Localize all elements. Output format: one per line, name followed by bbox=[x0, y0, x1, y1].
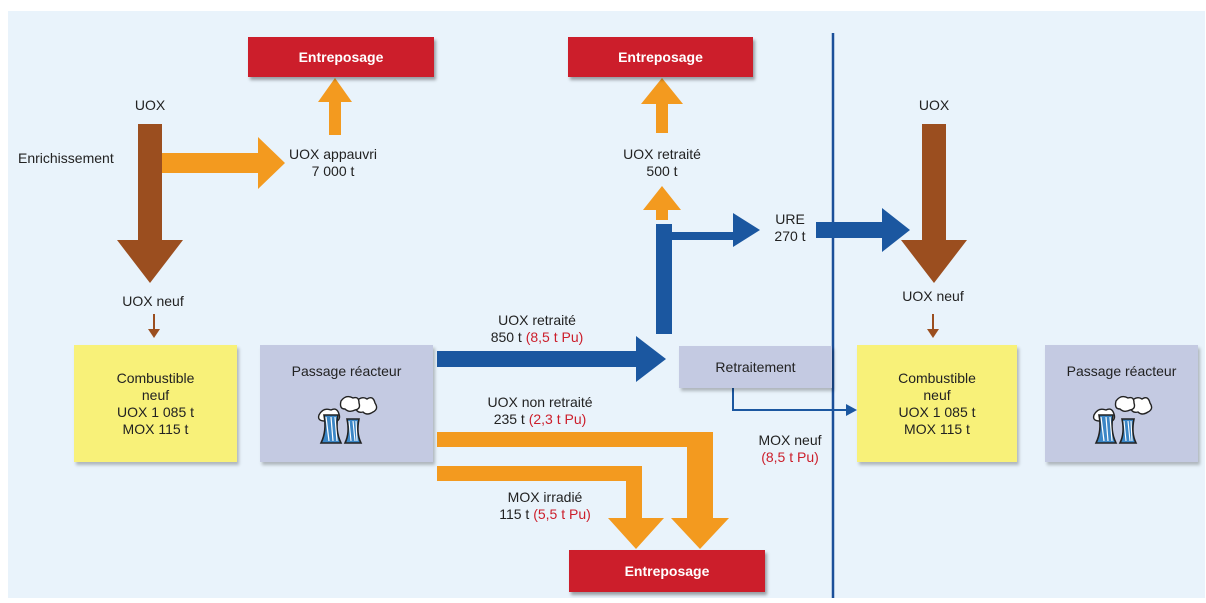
reprocessed-uranium-stock-mass: 500 t bbox=[646, 163, 678, 179]
reprocessed-uox-arrow bbox=[437, 336, 666, 382]
reprocessed-uranium-stock-label: UOX retraité 500 t bbox=[607, 146, 717, 180]
unreprocessed-uox-mass: 235 t bbox=[493, 411, 525, 427]
mox-new-connector-head bbox=[846, 404, 857, 416]
depleted-storage-arrow bbox=[318, 78, 352, 135]
cooling-tower-icon bbox=[1092, 395, 1152, 444]
new-fuel-arrow-left-head bbox=[148, 329, 160, 338]
fuel-box-right-line1: Combustible bbox=[898, 369, 976, 386]
storage-box-top-left: Entreposage bbox=[248, 37, 434, 77]
storage-label-top-mid: Entreposage bbox=[618, 49, 703, 65]
unreprocessed-uox-arrow bbox=[437, 432, 729, 549]
irradiated-mox-pu: (5,5 t Pu) bbox=[533, 506, 591, 522]
fuel-box-left-line3: UOX 1 085 t bbox=[116, 403, 195, 420]
reprocessed-uranium-stock-name: UOX retraité bbox=[623, 146, 701, 162]
new-fuel-box-left: Combustible neuf UOX 1 085 t MOX 115 t bbox=[74, 345, 237, 462]
new-mox-label: MOX neuf (8,5 t Pu) bbox=[745, 432, 835, 466]
reprocessed-uranium-up-arrow bbox=[643, 186, 681, 220]
reprocessed-uox-values: 850 t (8,5 t Pu) bbox=[462, 329, 612, 346]
unreprocessed-uox-pu: (2,3 t Pu) bbox=[528, 411, 587, 427]
mox-new-connector bbox=[732, 386, 848, 411]
enrichment-arrow-right bbox=[901, 124, 967, 283]
enrichment-arrow bbox=[117, 124, 183, 283]
new-fuel-label-right: UOX neuf bbox=[902, 288, 964, 304]
depleted-uranium-label: UOX appauvri 7 000 t bbox=[278, 146, 388, 180]
reactor-label-left: Passage réacteur bbox=[291, 363, 402, 379]
reprocessing-outflow-stem bbox=[656, 224, 672, 334]
reprocessed-uox-name: UOX retraité bbox=[498, 312, 576, 328]
fuel-box-right-line2: neuf bbox=[923, 386, 951, 403]
storage-box-bottom: Entreposage bbox=[569, 550, 765, 592]
cooling-tower-icon bbox=[317, 395, 377, 444]
unreprocessed-uox-label: UOX non retraité 235 t (2,3 t Pu) bbox=[455, 394, 625, 428]
unreprocessed-uox-name: UOX non retraité bbox=[487, 394, 593, 410]
new-mox-pu: (8,5 t Pu) bbox=[761, 449, 819, 465]
new-fuel-label-left: UOX neuf bbox=[122, 293, 184, 309]
ure-arrow bbox=[816, 208, 910, 252]
reprocessing-outflow-arrow bbox=[656, 213, 760, 333]
depleted-uranium-mass: 7 000 t bbox=[311, 163, 355, 179]
uox-source-left: UOX bbox=[134, 97, 166, 113]
new-fuel-arrow-right-head bbox=[927, 329, 939, 338]
reprocessing-box: Retraitement bbox=[679, 346, 832, 388]
irradiated-mox-name: MOX irradié bbox=[507, 489, 583, 505]
irradiated-mox-mass: 115 t bbox=[499, 506, 530, 522]
fuel-box-right-line4: MOX 115 t bbox=[904, 420, 970, 437]
ure-name: URE bbox=[775, 211, 805, 227]
reactor-box-right: Passage réacteur bbox=[1045, 345, 1198, 462]
irradiated-mox-arrow bbox=[437, 466, 664, 549]
new-fuel-box-right: Combustible neuf UOX 1 085 t MOX 115 t bbox=[857, 345, 1017, 462]
reprocessed-uox-mass: 850 t bbox=[490, 329, 522, 345]
irradiated-mox-label: MOX irradié 115 t (5,5 t Pu) bbox=[470, 489, 620, 523]
reactor-box-left: Passage réacteur bbox=[260, 345, 433, 462]
new-mox-name: MOX neuf bbox=[758, 432, 822, 448]
fuel-box-right-line3: UOX 1 085 t bbox=[898, 403, 976, 420]
fuel-box-left-line4: MOX 115 t bbox=[122, 420, 189, 437]
reactor-label-right: Passage réacteur bbox=[1066, 363, 1177, 379]
reprocessing-label: Retraitement bbox=[715, 359, 796, 375]
fuel-box-left-line2: neuf bbox=[141, 386, 170, 403]
reprocessed-uox-label: UOX retraité 850 t (8,5 t Pu) bbox=[462, 312, 612, 346]
storage-label-bottom: Entreposage bbox=[624, 563, 710, 579]
fuel-box-left-line1: Combustible bbox=[116, 369, 195, 386]
storage-label-top-left: Entreposage bbox=[298, 49, 384, 65]
reprocessed-uox-pu: (8,5 t Pu) bbox=[525, 329, 584, 345]
uox-source-right: UOX bbox=[918, 97, 950, 113]
ure-mass: 270 t bbox=[774, 228, 806, 244]
irradiated-mox-values: 115 t (5,5 t Pu) bbox=[470, 506, 620, 523]
depleted-uranium-name: UOX appauvri bbox=[289, 146, 377, 162]
reprocessed-storage-arrow bbox=[641, 78, 683, 133]
diagram-background bbox=[8, 11, 1205, 598]
ure-label: URE 270 t bbox=[762, 211, 818, 245]
enrichment-label: Enrichissement bbox=[18, 150, 114, 166]
unreprocessed-uox-values: 235 t (2,3 t Pu) bbox=[455, 411, 625, 428]
storage-box-top-mid: Entreposage bbox=[568, 37, 753, 77]
depleted-uranium-arrow bbox=[162, 137, 285, 189]
